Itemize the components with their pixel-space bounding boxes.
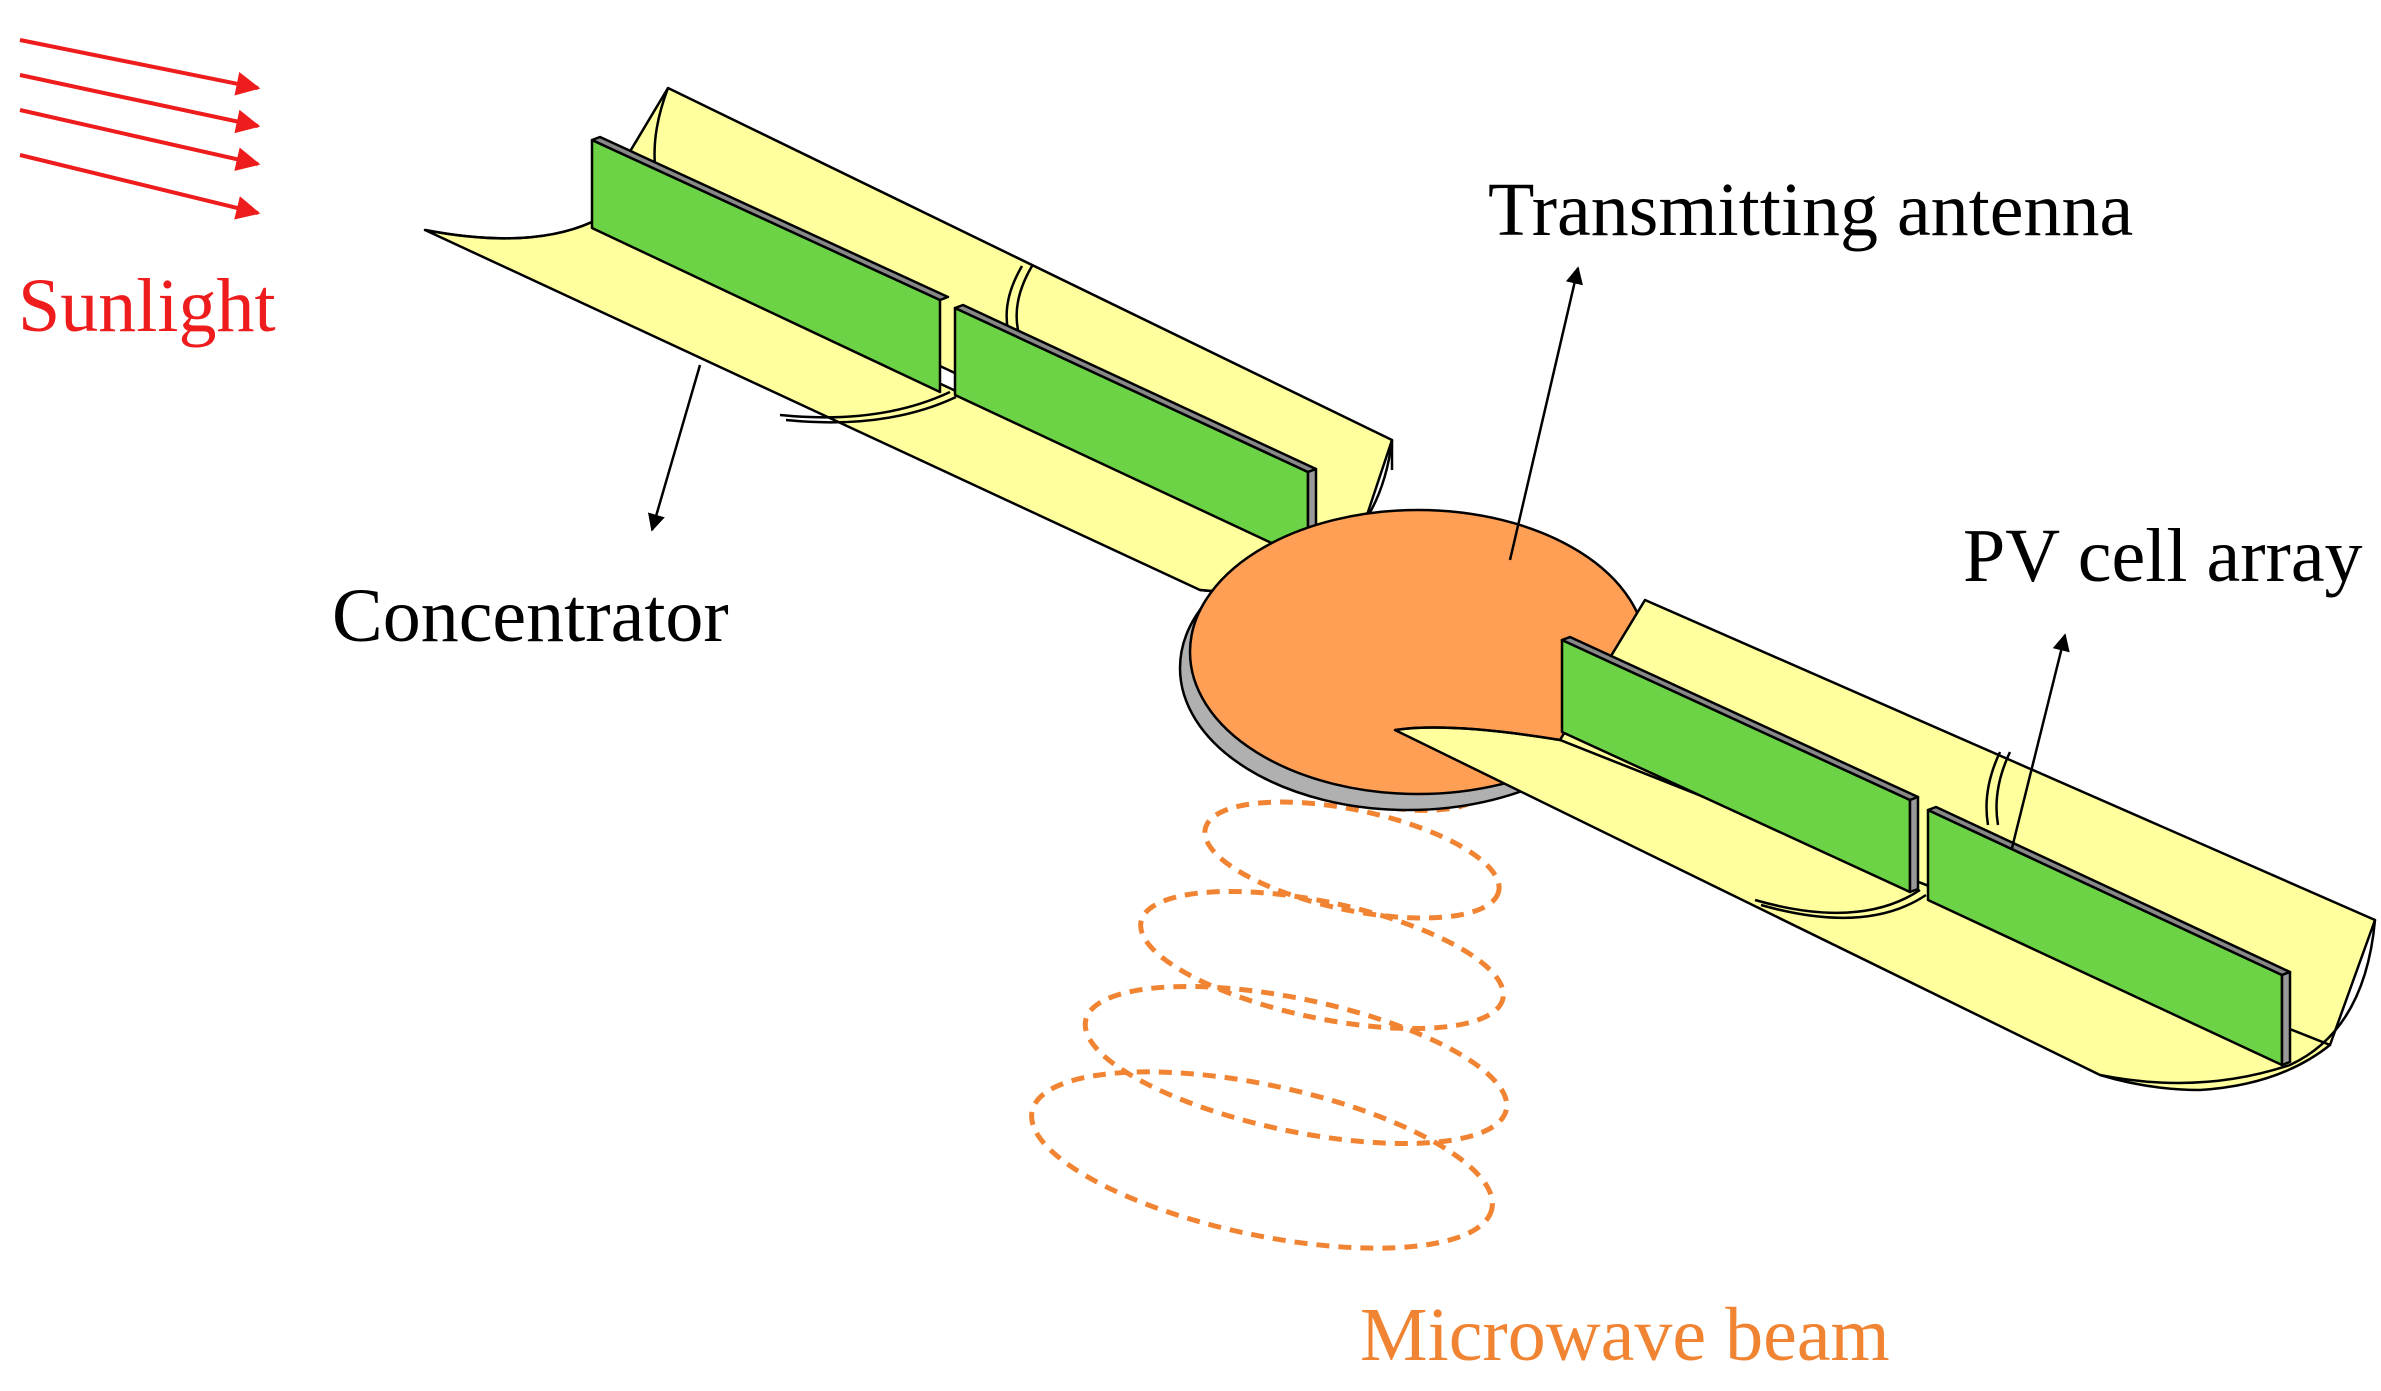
microwave-ring xyxy=(1202,799,1502,921)
microwave-ring xyxy=(1082,983,1510,1147)
sunlight-label: Sunlight xyxy=(18,264,276,348)
left-trough-rim-mid xyxy=(1015,265,1034,331)
antenna-pointer xyxy=(1508,266,1583,561)
sunlight-arrows xyxy=(19,38,261,220)
transmitting-antenna-label: Transmitting antenna xyxy=(1488,168,2134,252)
right-concentrator xyxy=(1393,598,2377,1092)
left-pv-panel-1-edge xyxy=(590,135,950,302)
right-trough-rim-mid-2 xyxy=(1985,751,2002,826)
sunlight-arrow xyxy=(19,73,261,134)
concentrator-pointer xyxy=(647,364,702,532)
microwave-ring xyxy=(1138,888,1506,1032)
right-trough-bottom-curve-2 xyxy=(1760,893,1927,920)
left-concentrator xyxy=(423,86,1394,594)
sunlight-arrow xyxy=(19,38,261,96)
left-trough-curve-near xyxy=(424,220,593,240)
right-trough-bottom-curve xyxy=(1754,888,1921,915)
pv-array-pointer xyxy=(2010,633,2070,849)
sunlight-arrow xyxy=(19,153,261,220)
microwave-ring xyxy=(1029,1069,1495,1251)
left-trough-rim-far xyxy=(653,87,670,166)
right-pv-panel-1-side xyxy=(1908,795,1920,894)
callout-arrows xyxy=(647,266,2070,849)
right-pv-panel-2-side xyxy=(2280,970,2292,1067)
sunlight-arrow xyxy=(19,108,261,171)
concentrator-label: Concentrator xyxy=(332,574,729,658)
pv-cell-array-label: PV cell array xyxy=(1963,514,2363,598)
left-trough-bottom-curve xyxy=(779,390,951,419)
right-trough-near-curve xyxy=(1394,726,1561,742)
right-trough-end-curve xyxy=(2099,919,2377,1085)
microwave-beam-label: Microwave beam xyxy=(1360,1293,1890,1377)
right-trough-rim-mid xyxy=(1995,751,2012,826)
left-trough-bottom-curve-2 xyxy=(785,395,957,424)
